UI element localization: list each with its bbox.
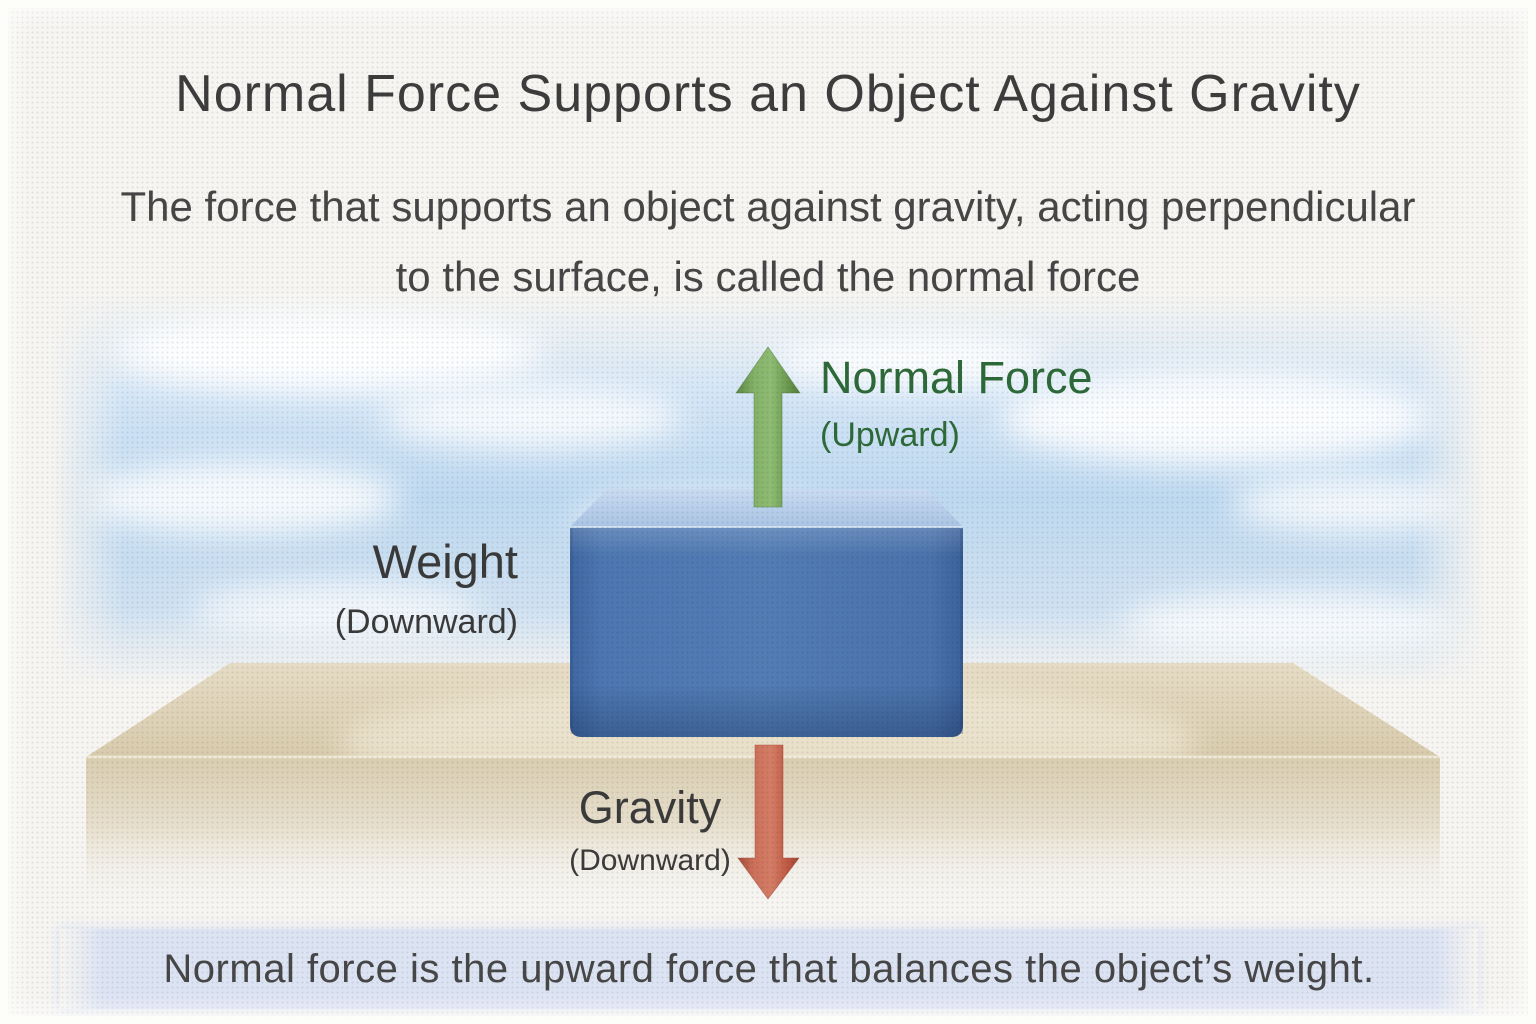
- gravity-label: Gravity (Downward): [478, 782, 822, 878]
- cloud: [112, 312, 542, 392]
- normal-force-name: Normal Force: [820, 352, 1093, 403]
- cloud: [192, 582, 482, 638]
- weight-label: Weight (Downward): [278, 534, 518, 642]
- up-arrow-icon: [735, 346, 801, 508]
- down-arrow-icon: [737, 744, 800, 900]
- normal-force-label: Normal Force (Upward): [820, 352, 1093, 455]
- subtitle: The force that supports an object agains…: [0, 172, 1536, 312]
- gravity-name: Gravity: [578, 782, 722, 833]
- subtitle-line-2: to the surface, is called the normal for…: [395, 253, 1141, 300]
- cloud: [772, 332, 1052, 388]
- block-top-face: [570, 489, 963, 527]
- gravity-direction: (Downward): [569, 844, 731, 877]
- caption-band: Normal force is the upward force that ba…: [60, 929, 1478, 1009]
- weight-name: Weight: [372, 535, 518, 588]
- page-title: Normal Force Supports an Object Against …: [175, 65, 1361, 123]
- subtitle-line-1: The force that supports an object agains…: [120, 183, 1416, 230]
- cloud: [1122, 592, 1462, 654]
- normal-force-direction: (Upward): [820, 416, 960, 454]
- weight-direction: (Downward): [334, 603, 518, 641]
- cloud: [80, 462, 400, 534]
- cloud: [1232, 476, 1472, 532]
- cloud: [1002, 372, 1432, 464]
- block-front-shading: [570, 527, 963, 737]
- blue-block: [570, 489, 963, 737]
- cloud: [382, 386, 682, 448]
- caption-text: Normal force is the upward force that ba…: [163, 946, 1375, 991]
